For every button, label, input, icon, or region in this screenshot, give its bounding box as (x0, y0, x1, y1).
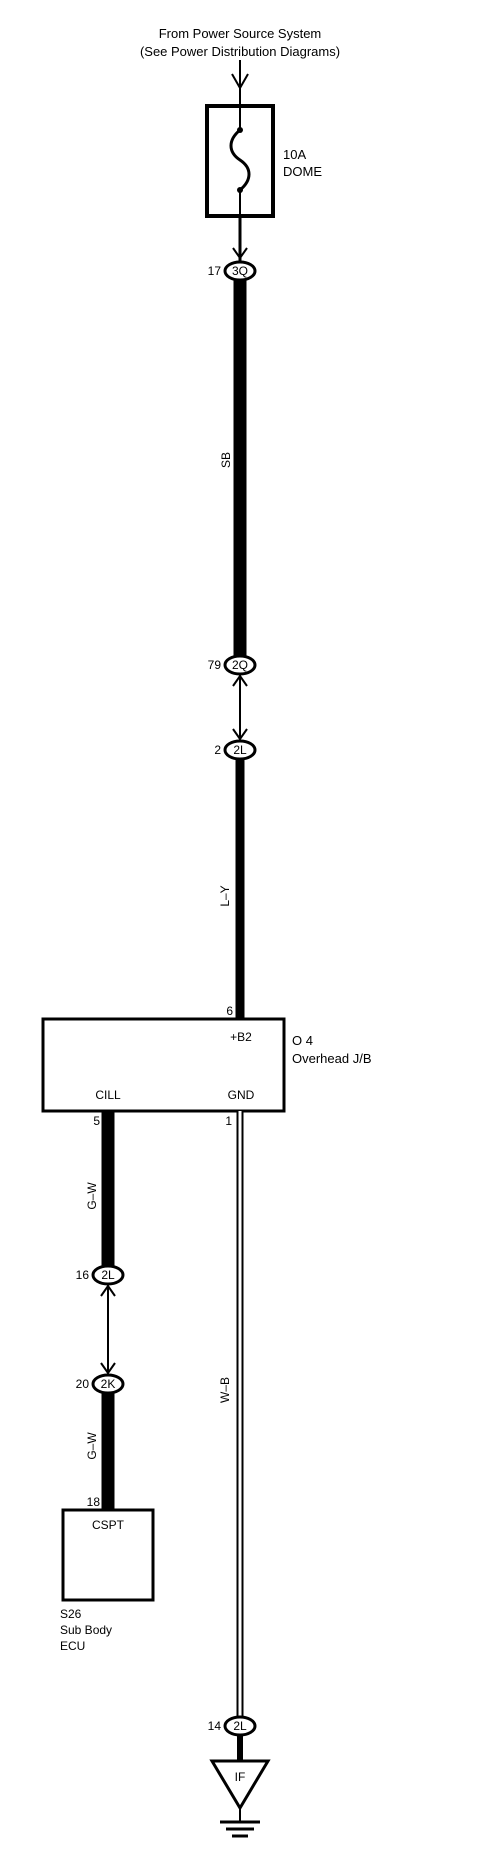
ecu-terminal: CSPT (92, 1518, 125, 1532)
source-subtitle: (See Power Distribution Diagrams) (140, 44, 340, 59)
wire-w-b-label: W–B (218, 1377, 232, 1403)
connector-link-arrow (232, 674, 248, 741)
jb-name: Overhead J/B (292, 1051, 372, 1066)
wire-g-w-upper-label: G–W (85, 1182, 99, 1210)
jb-code: O 4 (292, 1033, 313, 1048)
ground-point-if: IF (209, 1759, 271, 1811)
jb-terminal-gnd: GND (228, 1088, 255, 1102)
connector-2k-pin: 20 (76, 1377, 90, 1391)
ecu-s26-box (61, 1508, 155, 1602)
connector-2l-upper: 2L (223, 739, 257, 761)
jb-pin-gnd: 1 (225, 1114, 232, 1128)
svg-text:IF: IF (235, 1770, 246, 1784)
connector-3q-pin: 17 (208, 264, 222, 278)
svg-text:2Q: 2Q (232, 658, 248, 672)
svg-text:2L: 2L (233, 743, 247, 757)
ecu-name-line1: Sub Body (60, 1623, 112, 1637)
svg-text:2L: 2L (101, 1268, 115, 1282)
connector-2l-lower: 2L (223, 1715, 257, 1737)
wire-l-y-label: L–Y (218, 885, 232, 906)
connector-2l-lower-pin: 14 (208, 1719, 222, 1733)
junction-block-o4 (41, 1017, 286, 1113)
jb-terminal-cill: CILL (95, 1088, 121, 1102)
ground-symbol-icon (220, 1808, 260, 1838)
connector-link-arrow-lower (100, 1284, 116, 1375)
wire-sb-label: SB (219, 452, 233, 468)
connector-2q-pin: 79 (208, 658, 222, 672)
svg-text:2K: 2K (101, 1377, 116, 1391)
svg-text:2L: 2L (233, 1719, 247, 1733)
wire-g-w-lower-label: G–W (85, 1432, 99, 1460)
ecu-pin: 18 (87, 1495, 101, 1509)
jb-pin-b2: 6 (226, 1004, 233, 1018)
connector-2l-upper-pin: 2 (214, 743, 221, 757)
fuse-element-icon (229, 128, 251, 192)
jb-terminal-b2: +B2 (230, 1030, 252, 1044)
ecu-name-line2: ECU (60, 1639, 85, 1653)
connector-2q: 2Q (223, 654, 257, 676)
fuse-dome (205, 104, 275, 218)
source-arrow (231, 60, 249, 106)
fuse-rating: 10A (283, 147, 306, 162)
connector-2l-middle-pin: 16 (76, 1268, 90, 1282)
connector-3q: 3Q (223, 260, 257, 282)
ecu-code: S26 (60, 1607, 82, 1621)
jb-pin-cill: 5 (93, 1114, 100, 1128)
fuse-name: DOME (283, 164, 322, 179)
connector-2k: 2K (91, 1373, 125, 1395)
connector-2l-middle: 2L (91, 1264, 125, 1286)
source-title: From Power Source System (159, 26, 322, 41)
svg-text:3Q: 3Q (232, 264, 248, 278)
